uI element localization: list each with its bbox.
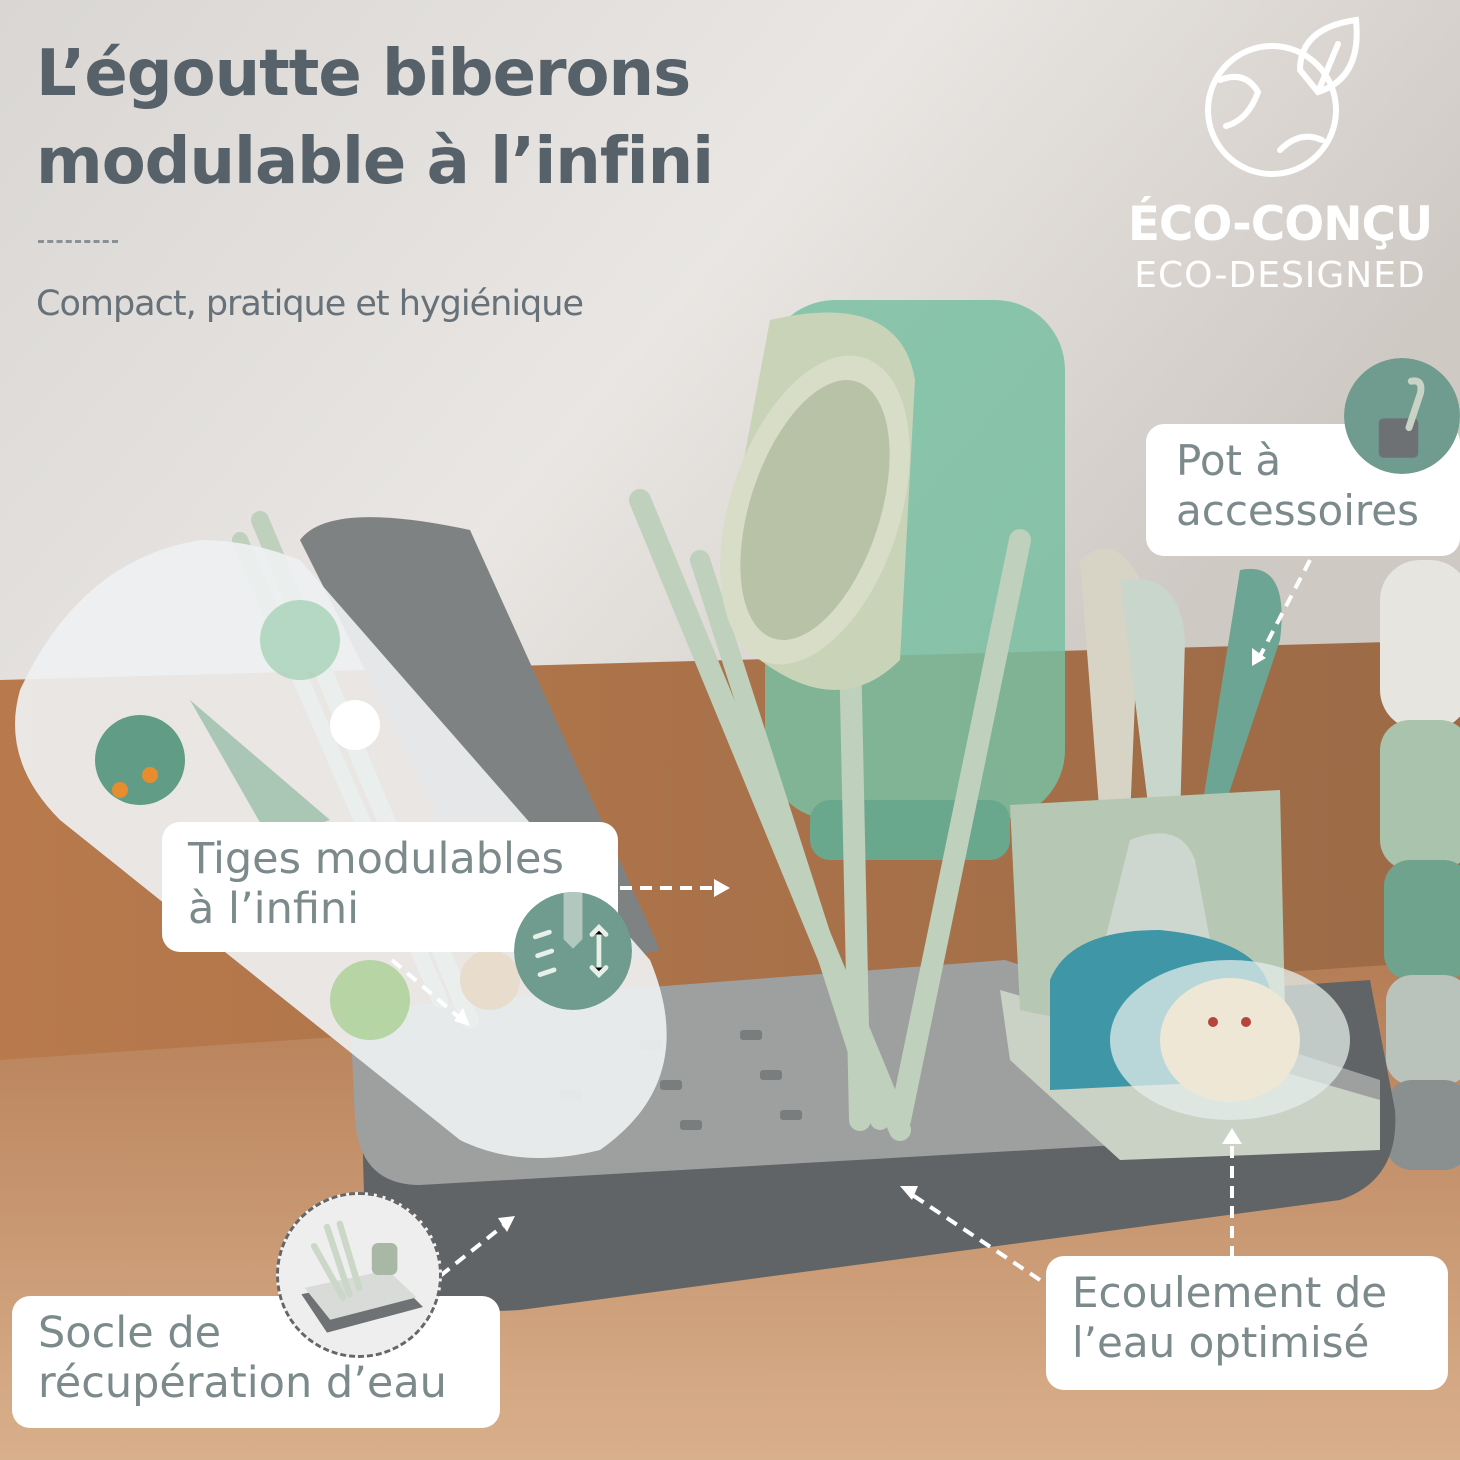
eco-label-fr: ÉCO-CONÇU <box>1127 197 1433 252</box>
callout-tiges-modulables: Tiges modulables à l’infini <box>162 822 618 952</box>
cup-spoon-icon <box>1344 358 1460 474</box>
mint-bowl <box>720 312 915 690</box>
callout-pot-line-1: Pot à <box>1176 436 1282 485</box>
callout-ecoulement-eau: Ecoulement de l’eau optimisé <box>1046 1256 1448 1390</box>
callout-ecoul-line-2: l’eau optimisé <box>1072 1318 1370 1367</box>
drying-rack-photo <box>276 1192 442 1358</box>
headline-line-2: modulable à l’infini <box>36 125 714 199</box>
headline-line-1: L’égoutte biberons <box>36 37 691 111</box>
adjustable-stem-icon <box>514 892 632 1010</box>
callout-arrows <box>390 559 1312 1282</box>
callout-ecoul-line-1: Ecoulement de <box>1072 1268 1388 1317</box>
subtitle: Compact, pratique et hygiénique <box>36 284 584 324</box>
globe-leaf-icon <box>1205 16 1360 177</box>
callout-socle-line-1: Socle de <box>38 1308 222 1358</box>
formula-dispenser <box>1380 560 1460 1170</box>
eco-designed-label: ÉCO-CONÇU ECO-DESIGNED <box>1100 196 1460 298</box>
callout-tiges-line-2: à l’infini <box>188 884 360 934</box>
arrow-heads <box>454 648 1266 1232</box>
headline: L’égoutte biberons modulable à l’infini <box>36 30 714 206</box>
owl-pacifier <box>1110 960 1350 1120</box>
callout-socle-line-2: récupération d’eau <box>38 1358 447 1408</box>
callout-pot-line-2: accessoires <box>1176 486 1419 535</box>
eco-label-en: ECO-DESIGNED <box>1134 255 1426 296</box>
callout-tiges-line-1: Tiges modulables <box>188 834 564 884</box>
title-divider <box>38 240 118 243</box>
